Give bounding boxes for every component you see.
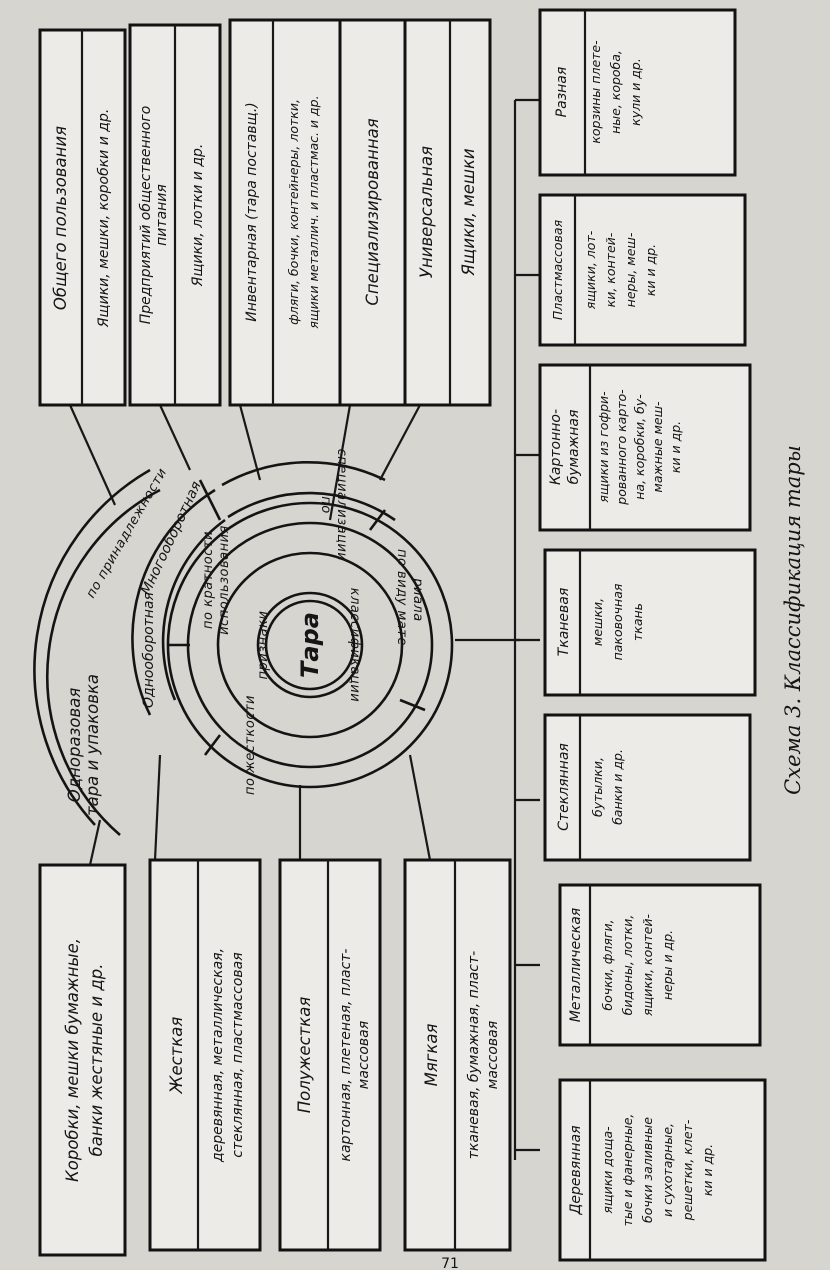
zhestkaya-title: Жесткая <box>167 1017 186 1095</box>
metallicheskaya-line-3: ящики, контей- <box>640 914 655 1017</box>
box-specializirovannaya <box>338 18 407 407</box>
connector-lines <box>68 98 540 1160</box>
derevyannaya-title: Деревянная <box>568 1125 584 1215</box>
poluzhestkaya-body-1: картонная, плетеная, пласт- <box>338 949 354 1162</box>
myagkaya-body-2: массовая <box>485 1021 501 1089</box>
box-universalnaya <box>403 18 492 407</box>
metallicheskaya-line-2: бидоны, лотки, <box>620 915 635 1016</box>
obshchego-body: Ящики, мешки, коробки и др. <box>96 109 112 329</box>
derevyannaya-line-6: ки и др. <box>700 1144 715 1196</box>
zhestkaya-body-1: деревянная, металлическая, <box>210 948 226 1163</box>
ring-label-po-vidu-2: риала <box>410 577 425 621</box>
inventarnaya-body-2: ящики металлич. и пластмас. и др. <box>306 95 321 328</box>
raznaya-line-2: ные, короба, <box>608 50 623 134</box>
ring-label-priznaki: признаки <box>256 611 271 680</box>
kartonno-title-2: бумажная <box>566 410 582 485</box>
predpriyatiy-title-2: питания <box>154 184 170 246</box>
universalnaya-title: Универсальная <box>417 146 436 278</box>
kartonno-title-1: Картонно- <box>548 409 564 485</box>
box-myagkaya <box>403 858 512 1252</box>
inventarnaya-body-1: фляги, бочки, контейнеры, лотки, <box>286 99 301 325</box>
ring-label-po-specializacii-2: специализации <box>334 449 349 562</box>
raznaya-title: Разная <box>554 67 570 118</box>
material-boxes <box>538 8 767 1262</box>
metallicheskaya-line-4: неры и др. <box>660 930 675 1000</box>
poluzhestkaya-title: Полужесткая <box>295 997 314 1114</box>
specializirovannaya-title: Специализированная <box>363 118 382 305</box>
figure-caption: Схема 3. Классификация тары <box>781 445 805 795</box>
myagkaya-title: Мягкая <box>422 1024 441 1087</box>
box-kartonno <box>538 363 752 532</box>
obshchego-title: Общего пользования <box>51 126 70 310</box>
ring-label-klassifikacii: классификации <box>347 588 362 703</box>
ring-label-po-vidu-1: по виду мате- <box>394 549 409 651</box>
kartonno-line-1: ящики из гофри- <box>596 391 611 503</box>
kartonno-line-5: ки и др. <box>668 421 683 473</box>
derevyannaya-line-4: и сухотарные, <box>660 1123 675 1217</box>
box-inventarnaya <box>228 18 342 407</box>
ring-label-odnorazovaya-2: тара и упаковка <box>83 674 102 816</box>
classification-rings <box>33 461 454 836</box>
metallicheskaya-title: Металлическая <box>568 908 584 1022</box>
derevyannaya-line-1: ящики доща- <box>600 1126 615 1214</box>
ring-label-po-specializacii-1: по <box>318 496 333 513</box>
derevyannaya-line-5: решетки, клет- <box>680 1119 695 1221</box>
box-tkanevaya <box>543 548 757 697</box>
myagkaya-body-1: тканевая, бумажная, пласт- <box>466 951 482 1159</box>
box-poluzhestkaya <box>278 858 382 1252</box>
korobki-line-1: Коробки, мешки бумажные, <box>63 938 82 1182</box>
universalnaya-body: Ящики, мешки <box>459 148 478 277</box>
tkanevaya-title: Тканевая <box>556 588 572 657</box>
ring-label-odnorazovaya-1: Одноразовая <box>65 688 84 803</box>
steklyannaya-line-2: банки и др. <box>610 749 625 825</box>
box-derevyannaya <box>558 1078 767 1262</box>
box-raznaya <box>538 8 737 177</box>
ring-label-po-kratnosti-1: по кратности <box>201 531 216 629</box>
zhestkaya-body-2: стеклянная, пластмассовая <box>230 952 246 1157</box>
raznaya-line-3: кули и др. <box>628 58 643 126</box>
predpriyatiy-body: Ящики, лотки и др. <box>190 144 206 288</box>
plastmassovaya-line-2: ки, контей- <box>603 232 618 307</box>
kartonno-line-3: на, коробки, бу- <box>632 394 647 500</box>
tkanevaya-line-1: мешки, <box>590 598 605 646</box>
tkanevaya-line-3: ткань <box>630 603 645 641</box>
plastmassovaya-line-1: ящики, лот- <box>583 230 598 309</box>
box-steklyannaya <box>543 713 752 862</box>
plastmassovaya-line-4: ки и др. <box>643 244 658 296</box>
korobki-line-2: банки жестяные и др. <box>87 964 106 1157</box>
center-label: Тара <box>296 612 324 678</box>
plastmassovaya-line-3: неры, меш- <box>623 232 638 307</box>
metallicheskaya-line-1: бочки, фляги, <box>600 919 615 1010</box>
ring-label-po-zhestkosti: по жесткости <box>243 695 258 795</box>
ring-label-po-kratnosti-2: использования <box>217 525 232 635</box>
kartonno-line-2: рованного карто- <box>614 389 629 506</box>
derevyannaya-line-3: бочки заливные <box>640 1117 655 1223</box>
box-korobki <box>38 863 127 1257</box>
predpriyatiy-title-1: Предприятий общественного <box>138 106 154 325</box>
left-boxes <box>38 858 512 1257</box>
inventarnaya-title: Инвентарная (тара поставщ.) <box>244 102 260 321</box>
steklyannaya-title: Стеклянная <box>556 743 572 831</box>
steklyannaya-line-1: бутылки, <box>590 757 605 817</box>
box-zhestkaya <box>148 858 262 1252</box>
poluzhestkaya-body-2: массовая <box>356 1021 372 1089</box>
right-boxes <box>38 18 492 407</box>
page-number: 71 <box>441 1256 459 1270</box>
box-metallicheskaya <box>558 883 762 1047</box>
ring-label-odnooborotnaya: Однооборотная <box>141 592 157 708</box>
raznaya-line-1: корзины плете- <box>588 40 603 144</box>
tkanevaya-line-2: паковочная <box>610 583 625 660</box>
derevyannaya-line-2: тые и фанерные, <box>620 1114 635 1227</box>
plastmassovaya-title: Пластмассовая <box>550 219 565 320</box>
kartonno-line-4: мажные меш- <box>650 401 665 493</box>
